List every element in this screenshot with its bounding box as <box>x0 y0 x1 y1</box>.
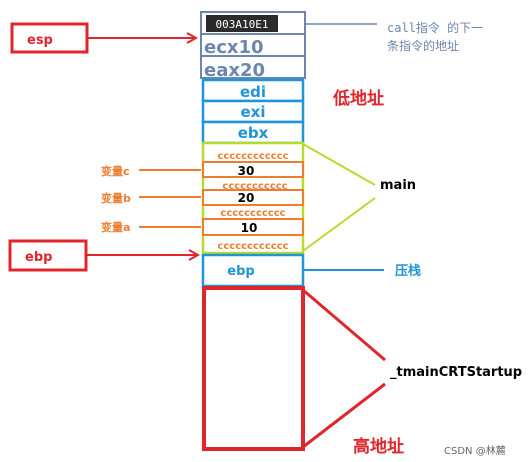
tmain-connector-bottom <box>302 382 386 449</box>
ebx-label: ebx <box>238 124 269 142</box>
return-address-highlight <box>206 15 278 32</box>
tmain-label: _tmainCRTStartup <box>390 365 522 380</box>
watermark: CSDN @林麓 <box>444 444 506 457</box>
fill-row-2: ccccccccccc <box>222 181 287 192</box>
var-c-value: 30 <box>238 164 255 178</box>
tmain-connector-top <box>302 288 386 362</box>
var-b-value: 20 <box>238 191 255 205</box>
var-b-label: 变量b <box>101 191 131 205</box>
esp-label: esp <box>27 33 53 48</box>
esp-arrow-head <box>186 32 199 44</box>
call-note-line2: 条指令的地址 <box>387 38 459 53</box>
call-note-line1: call指令 的下一 <box>387 20 483 35</box>
eax-cell <box>200 55 306 79</box>
fill-row-4: cccccccccccc <box>217 241 288 252</box>
low-address-label: 低地址 <box>332 88 384 109</box>
var-a-value: 10 <box>241 221 258 235</box>
var-b-cell <box>202 189 304 206</box>
tmain-frame-region <box>202 286 305 451</box>
edi-label: edi <box>240 83 266 101</box>
fill-row-3: ccccccccccc <box>220 208 285 219</box>
fill-row-1: cccccccccccc <box>217 151 288 162</box>
ecx-label: ecx10 <box>204 37 264 58</box>
main-connector-bottom <box>302 197 376 252</box>
ebp-arrow-head <box>188 249 201 261</box>
ebp-register-label: ebp <box>25 250 52 265</box>
exi-label: exi <box>241 103 266 121</box>
main-connector-top <box>302 143 376 186</box>
var-c-cell <box>202 161 304 178</box>
var-a-cell <box>202 218 304 236</box>
eax-label: eax20 <box>204 60 265 81</box>
return-address-value: 003A10E1 <box>216 18 269 31</box>
pushed-ebp-label: ebp <box>227 264 254 279</box>
pushed-ebp-cell <box>201 253 305 288</box>
main-label: main <box>380 178 416 193</box>
high-address-label: 高地址 <box>353 436 404 457</box>
push-label: 压栈 <box>395 263 421 279</box>
var-c-label: 变量c <box>101 164 130 178</box>
var-a-label: 变量a <box>101 220 130 234</box>
